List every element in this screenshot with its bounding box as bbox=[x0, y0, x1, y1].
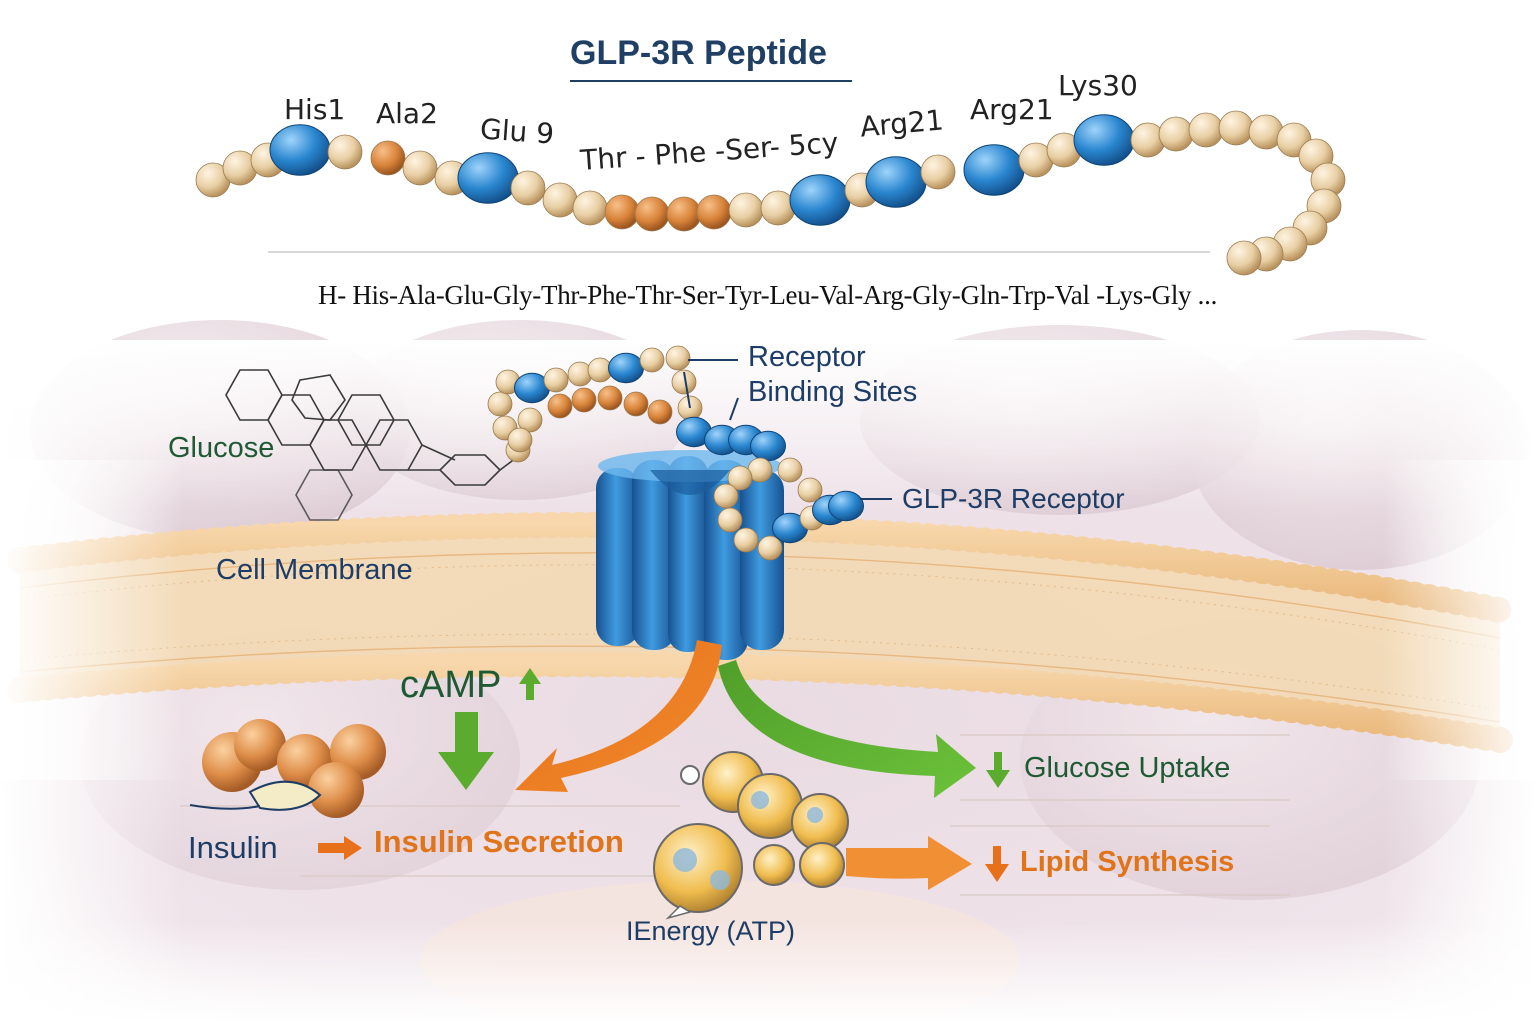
amino-acid-bead bbox=[671, 369, 697, 395]
title-underline bbox=[570, 80, 852, 82]
binding-residue-bead bbox=[750, 430, 786, 462]
peptide-chain bbox=[195, 110, 1346, 276]
amino-acid-bead bbox=[542, 182, 578, 218]
amino-acid-bead bbox=[1226, 240, 1262, 276]
amino-acid-bead bbox=[510, 170, 546, 206]
amino-acid-bead bbox=[517, 407, 543, 433]
residue-label-glu9: Glu 9 bbox=[478, 112, 556, 151]
insulin-granules bbox=[189, 719, 386, 818]
residue-label-ala2: Ala2 bbox=[376, 97, 438, 130]
amino-acid-bead bbox=[507, 427, 533, 453]
page-title: GLP-3R Peptide bbox=[570, 34, 827, 72]
amino-acid-bead bbox=[572, 190, 608, 226]
amino-acid-bead bbox=[728, 192, 764, 228]
residue-label-arg21-a: Arg21 bbox=[858, 103, 945, 144]
glucose-uptake-label: Glucose Uptake bbox=[1024, 752, 1231, 784]
receptor-binding-label-line1: Receptor bbox=[748, 341, 866, 373]
amino-acid-bead bbox=[777, 457, 803, 483]
amino-acid-bead bbox=[666, 196, 702, 232]
amino-acid-bead bbox=[757, 535, 783, 561]
amino-acid-bead bbox=[543, 367, 569, 393]
amino-acid-bead bbox=[647, 399, 673, 425]
glucose-label: Glucose bbox=[168, 432, 275, 464]
amino-acid-bead bbox=[547, 393, 573, 419]
amino-acid-bead bbox=[696, 194, 732, 230]
amino-acid-bead bbox=[571, 387, 597, 413]
binding-residue-bead bbox=[269, 124, 331, 176]
glp-receptor-protein bbox=[596, 450, 784, 660]
binding-residue-bead bbox=[457, 152, 519, 204]
glucose-uptake-down-icon bbox=[986, 752, 1010, 788]
leader-lines bbox=[683, 359, 739, 421]
amino-acid-bead bbox=[623, 391, 649, 417]
peptide-sequence: H- His-Ala-Glu-Gly-Thr-Phe-Thr-Ser-Tyr-L… bbox=[318, 280, 1218, 310]
amino-acid-bead bbox=[920, 154, 956, 190]
residue-label-arg21-b: Arg21 bbox=[970, 93, 1054, 126]
camp-label: cAMP bbox=[400, 664, 502, 706]
insulin-secretion-arrow bbox=[515, 640, 722, 792]
receptor-binding-label-line2: Binding Sites bbox=[748, 376, 918, 408]
amino-acid-bead bbox=[717, 507, 743, 533]
energy-atp-label: IEnergy (ATP) bbox=[626, 916, 796, 946]
binding-residue-bead bbox=[865, 156, 927, 208]
lipid-synthesis-label: Lipid Synthesis bbox=[1020, 846, 1235, 878]
camp-up-arrow bbox=[519, 668, 541, 700]
amino-acid-bead bbox=[1218, 110, 1254, 146]
amino-acid-bead bbox=[1158, 116, 1194, 152]
amino-acid-bead bbox=[665, 345, 691, 371]
residue-label-his1: His1 bbox=[284, 93, 346, 126]
amino-acid-bead bbox=[487, 391, 513, 417]
amino-acid-bead bbox=[597, 385, 623, 411]
residue-label-lys30: Lys30 bbox=[1058, 69, 1138, 102]
amino-acid-bead bbox=[402, 150, 438, 186]
insulin-secretion-label: Insulin Secretion bbox=[374, 824, 624, 859]
amino-acid-bead bbox=[797, 477, 823, 503]
binding-residue-bead bbox=[1073, 114, 1135, 166]
binding-residue-bead bbox=[789, 174, 851, 226]
amino-acid-bead bbox=[727, 465, 753, 491]
lipid-synthesis-down-icon bbox=[985, 846, 1009, 882]
amino-acid-bead bbox=[604, 194, 640, 230]
atp-vesicles bbox=[653, 751, 849, 920]
receptor-label: GLP-3R Receptor bbox=[902, 483, 1125, 514]
amino-acid-bead bbox=[370, 140, 406, 176]
amino-acid-bead bbox=[327, 134, 363, 170]
outcome-dividers bbox=[180, 734, 1290, 896]
binding-residue-bead bbox=[828, 490, 864, 522]
amino-acid-bead bbox=[634, 196, 670, 232]
binding-residue-bead bbox=[963, 144, 1025, 196]
amino-acid-bead bbox=[713, 483, 739, 509]
camp-down-arrow bbox=[438, 712, 494, 790]
amino-acid-bead bbox=[733, 527, 759, 553]
amino-acid-bead bbox=[1188, 112, 1224, 148]
glucose-uptake-arrow bbox=[718, 660, 976, 798]
receptor-leader-line bbox=[860, 498, 892, 500]
insulin-arrow bbox=[318, 836, 362, 860]
amino-acid-bead bbox=[639, 347, 665, 373]
binding-residue-bead bbox=[608, 352, 644, 384]
binding-peptide-chain bbox=[487, 345, 864, 561]
insulin-label: Insulin bbox=[188, 830, 278, 865]
lipid-synthesis-arrow bbox=[846, 836, 972, 890]
glucose-molecule bbox=[225, 369, 521, 521]
cell-membrane-label: Cell Membrane bbox=[216, 554, 413, 586]
